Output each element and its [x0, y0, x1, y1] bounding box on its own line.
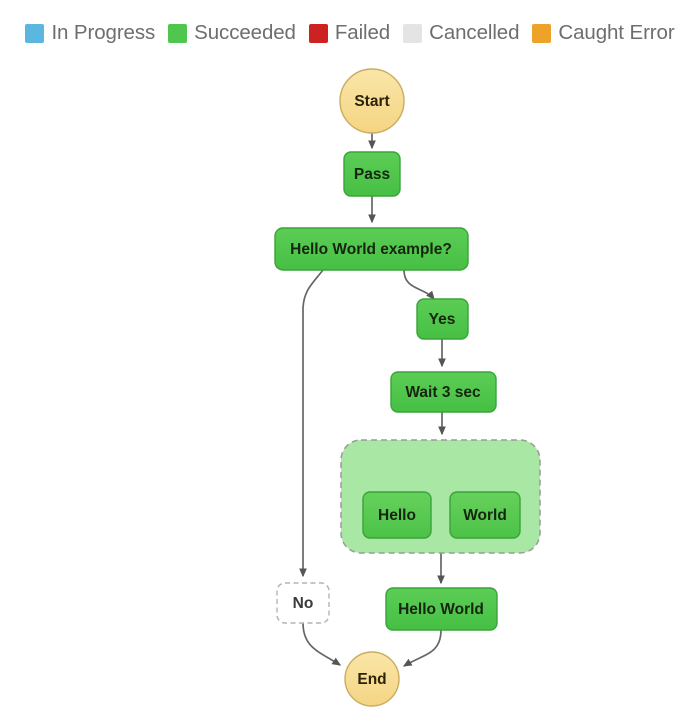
node-no-shape[interactable]	[276, 582, 330, 624]
edge-helloworld-to-end	[402, 629, 442, 667]
node-choice[interactable]: Hello World example?	[274, 227, 469, 271]
legend-item-succeeded: Succeeded	[168, 21, 296, 45]
node-pass[interactable]: Pass	[343, 151, 401, 197]
node-yes-shape[interactable]	[416, 298, 469, 340]
node-start[interactable]: Start	[339, 68, 405, 134]
node-helloworld-shape[interactable]	[385, 587, 498, 631]
legend-label: In Progress	[51, 21, 156, 44]
legend-label: Cancelled	[429, 21, 520, 44]
edge-no-to-end	[302, 622, 342, 666]
node-no[interactable]: No	[276, 582, 330, 624]
edge-choice-to-yes	[403, 269, 435, 300]
node-hello-shape[interactable]	[362, 491, 432, 539]
node-pass-shape[interactable]	[343, 151, 401, 197]
legend-label: Succeeded	[194, 21, 296, 44]
legend-item-cancelled: Cancelled	[403, 21, 519, 45]
node-choice-shape[interactable]	[274, 227, 469, 271]
legend-item-caught-error: Caught Error	[532, 21, 675, 45]
node-helloworld[interactable]: Hello World	[385, 587, 498, 631]
square-swatch-icon	[532, 23, 552, 43]
execution-graph[interactable]: Start Pass Hello World example? Yes Wait…	[0, 58, 700, 722]
node-wait-shape[interactable]	[390, 371, 497, 413]
legend-item-in-progress: In Progress	[25, 21, 155, 45]
node-hello[interactable]: Hello	[362, 491, 432, 539]
status-legend: In Progress Succeeded Failed Cancelled C…	[0, 0, 700, 62]
node-world[interactable]: World	[449, 491, 521, 539]
edge-choice-to-no	[299, 269, 324, 578]
square-swatch-icon	[168, 23, 188, 43]
square-swatch-icon	[308, 23, 328, 43]
node-world-shape[interactable]	[449, 491, 521, 539]
square-swatch-icon	[403, 23, 423, 43]
node-wait[interactable]: Wait 3 sec	[390, 371, 497, 413]
node-start-shape[interactable]	[339, 68, 405, 134]
legend-item-failed: Failed	[308, 21, 391, 45]
node-yes[interactable]: Yes	[416, 298, 469, 340]
node-end-shape[interactable]	[344, 651, 400, 707]
square-swatch-icon	[25, 23, 45, 43]
legend-label: Failed	[334, 21, 391, 44]
legend-label: Caught Error	[558, 21, 675, 44]
node-end[interactable]: End	[344, 651, 400, 707]
